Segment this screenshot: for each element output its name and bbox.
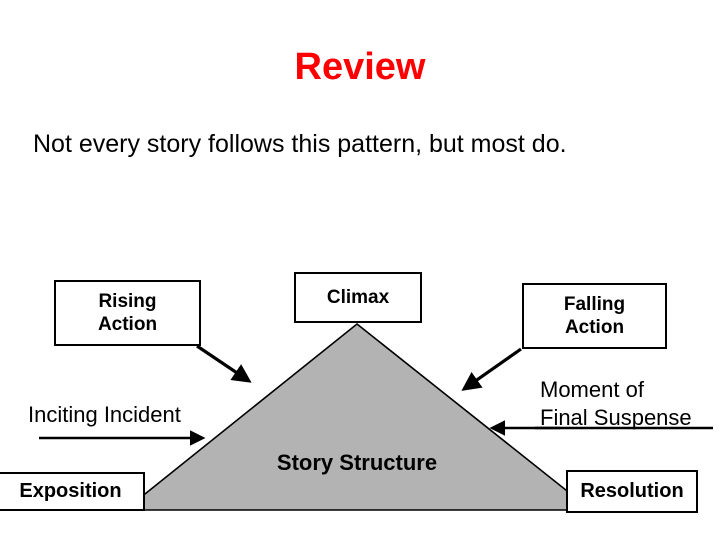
- callout-line-2: Action: [97, 314, 158, 335]
- triangle-shape: [124, 322, 593, 511]
- callout-rising-action-text: Rising Action: [98, 290, 157, 336]
- label-line-1: Moment of: [540, 377, 644, 402]
- callout-resolution-text: Resolution: [580, 480, 684, 502]
- callout-line-1: Falling: [563, 294, 626, 315]
- callout-exposition[interactable]: Exposition: [0, 472, 145, 511]
- page-title: Review: [294, 46, 426, 88]
- callout-climax[interactable]: Climax: [294, 272, 422, 323]
- story-structure-label: Story Structure: [276, 450, 438, 475]
- body-paragraph: Not every story follows this pattern, bu…: [33, 130, 567, 158]
- callout-line-2: Action: [564, 317, 625, 338]
- label-line-2: Final Suspense: [540, 405, 692, 430]
- callout-exposition-text: Exposition: [19, 480, 122, 502]
- callout-resolution[interactable]: Resolution: [566, 470, 698, 513]
- callout-line-1: Rising: [98, 291, 157, 312]
- callout-falling-action[interactable]: Falling Action: [522, 283, 667, 349]
- callout-rising-action[interactable]: Rising Action: [54, 280, 201, 346]
- callout-falling-action-text: Falling Action: [564, 293, 625, 339]
- callout-climax-text: Climax: [326, 287, 390, 308]
- story-arc-triangle: [124, 322, 593, 512]
- label-inciting-incident: Inciting Incident: [28, 402, 181, 427]
- triangle-polygon: [124, 322, 593, 511]
- label-final-suspense: Moment of Final Suspense: [540, 376, 720, 432]
